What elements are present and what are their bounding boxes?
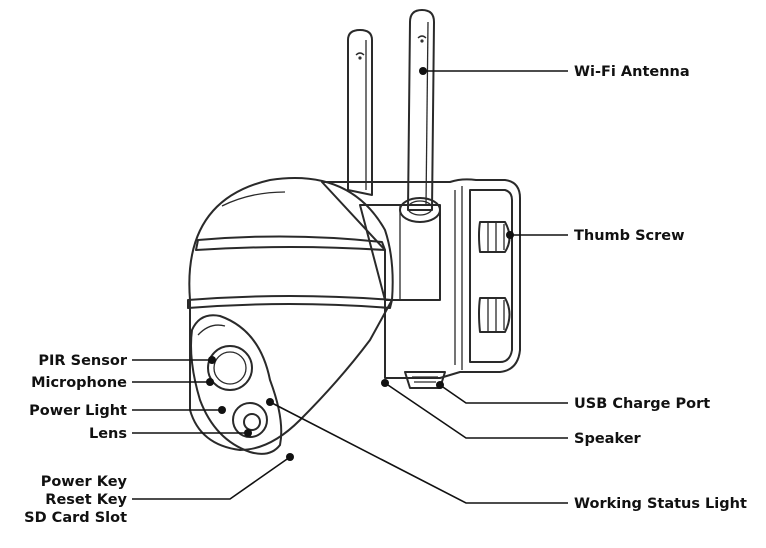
- dot-wifi-antenna: [419, 67, 427, 75]
- dot-usb-charge-port: [436, 381, 444, 389]
- right-antenna: [399, 9, 441, 223]
- label-lens: Lens: [89, 426, 127, 442]
- lens: [232, 402, 268, 438]
- thumb-screw-upper: [478, 221, 511, 253]
- label-sd-card-slot: SD Card Slot: [24, 510, 127, 526]
- dot-power-light: [218, 406, 226, 414]
- label-working-status-light: Working Status Light: [574, 496, 747, 512]
- pir-sensor: [207, 345, 253, 391]
- label-reset-key: Reset Key: [45, 492, 127, 508]
- dot-thumb-screw: [506, 231, 514, 239]
- left-antenna: [347, 29, 373, 196]
- dome-neck: [359, 204, 441, 301]
- dot-speaker: [381, 379, 389, 387]
- leader-lines: [132, 67, 568, 504]
- dot-microphone: [206, 378, 214, 386]
- label-power-key: Power Key: [41, 474, 128, 490]
- dot-pir-sensor: [208, 356, 216, 364]
- thumb-screw-lower: [478, 297, 511, 333]
- label-power-light: Power Light: [29, 403, 127, 419]
- camera-illustration: [187, 9, 521, 455]
- leader-speaker: [384, 382, 568, 439]
- leader-working-status-light: [269, 401, 568, 504]
- label-usb-charge-port: USB Charge Port: [574, 396, 710, 412]
- leader-power-reset-sd: [132, 456, 291, 500]
- label-speaker: Speaker: [574, 431, 642, 447]
- wifi-icon-right: [417, 35, 427, 43]
- label-wifi-antenna: Wi-Fi Antenna: [574, 64, 690, 80]
- label-microphone: Microphone: [31, 375, 127, 391]
- leader-usb-charge-port: [439, 384, 568, 404]
- dot-power-reset-sd: [286, 453, 294, 461]
- dot-working-status-light: [266, 398, 274, 406]
- labels-right: Wi-Fi Antenna Thumb Screw USB Charge Por…: [574, 64, 747, 512]
- dot-lens: [244, 429, 252, 437]
- label-pir-sensor: PIR Sensor: [38, 353, 127, 369]
- wifi-icon: [355, 52, 365, 60]
- wall-mount-bracket: [321, 178, 521, 379]
- label-thumb-screw: Thumb Screw: [574, 228, 685, 244]
- labels-left: PIR Sensor Microphone Power Light Lens P…: [24, 353, 128, 526]
- camera-face: [190, 314, 283, 455]
- camera-dome: [187, 177, 394, 451]
